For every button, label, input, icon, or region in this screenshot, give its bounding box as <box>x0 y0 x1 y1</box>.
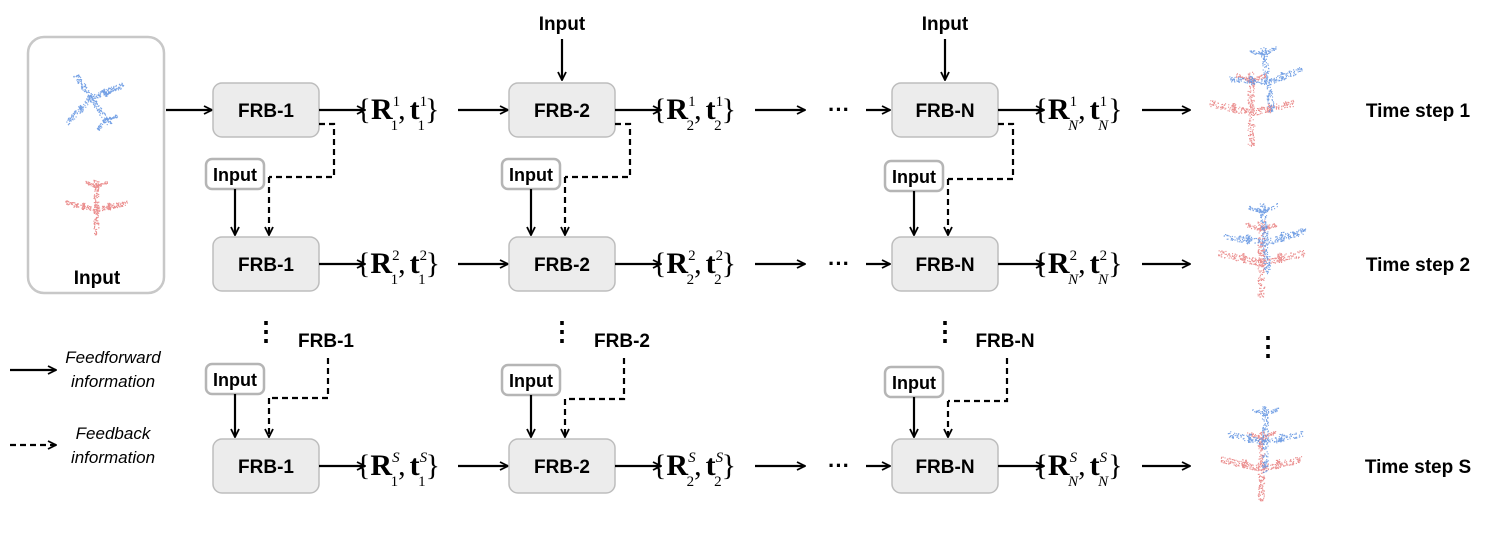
feedback-line <box>948 122 1015 181</box>
ellipsis-vertical: ⋮ <box>549 316 575 346</box>
frb-label: FRB-1 <box>238 101 294 122</box>
feedback-line <box>948 358 1009 403</box>
output-source-cloud <box>1229 46 1303 113</box>
target-point-cloud <box>65 179 128 236</box>
frb-label: FRB-1 <box>238 255 294 276</box>
output-target-cloud <box>1218 220 1306 298</box>
cloud-points <box>1218 220 1306 298</box>
frb-block-3: FRB-N <box>891 438 999 494</box>
cloud-points <box>66 74 125 132</box>
frb-label: FRB-N <box>915 101 974 122</box>
frb-label: FRB-N <box>915 255 974 276</box>
feedback-line <box>269 358 330 400</box>
output-target-cloud <box>1220 431 1303 502</box>
output-source-cloud <box>1223 202 1307 275</box>
top-input-frb-2-label: Input <box>539 14 586 35</box>
frb-block-1: FRB-1 <box>212 82 320 138</box>
input-box: Input <box>500 157 562 191</box>
feedback-source-label: FRB-N <box>975 331 1034 352</box>
frb-block-1: FRB-1 <box>212 438 320 494</box>
input-box: Input <box>500 363 562 397</box>
time-step-label: Time step S <box>1365 457 1471 478</box>
frb-block-3: FRB-N <box>891 236 999 292</box>
feedback-line <box>269 122 336 179</box>
legend-feedforward-text-1: Feedforward <box>65 348 161 367</box>
input-box: Input <box>204 362 266 396</box>
input-box: Input <box>883 159 945 193</box>
input-panel <box>26 35 166 295</box>
cloud-points <box>1229 46 1303 113</box>
frb-label: FRB-2 <box>534 101 590 122</box>
ellipsis-vertical: ⋮ <box>932 316 958 346</box>
ellipsis-horizontal: ··· <box>828 97 850 122</box>
cloud-points <box>65 179 128 236</box>
frb-label: FRB-2 <box>534 255 590 276</box>
input-point-clouds <box>65 74 128 236</box>
cloud-points <box>1220 431 1303 502</box>
output-target-cloud <box>1209 71 1295 147</box>
feedback-line <box>565 122 632 179</box>
input-panel-label: Input <box>74 268 121 289</box>
input-box-label: Input <box>892 373 936 393</box>
output-source-cloud <box>1227 406 1304 473</box>
input-box-label: Input <box>213 165 257 185</box>
input-box-label: Input <box>509 371 553 391</box>
frb-label: FRB-N <box>915 457 974 478</box>
feedback-source-label: FRB-1 <box>298 331 354 352</box>
time-step-label: Time step 1 <box>1366 101 1471 122</box>
frb-block-2: FRB-2 <box>508 236 616 292</box>
input-box-label: Input <box>213 370 257 390</box>
frb-block-2: FRB-2 <box>508 438 616 494</box>
cloud-points <box>1223 202 1307 275</box>
frb-block-1: FRB-1 <box>212 236 320 292</box>
frb-block-3: FRB-N <box>891 82 999 138</box>
frb-label: FRB-1 <box>238 457 294 478</box>
feedback-line <box>565 358 626 401</box>
legend-feedback-text-1: Feedback <box>76 424 152 443</box>
feedback-source-label: FRB-2 <box>594 331 650 352</box>
input-box: Input <box>204 157 266 191</box>
source-point-cloud <box>66 74 125 132</box>
frb-label: FRB-2 <box>534 457 590 478</box>
time-step-label: Time step 2 <box>1366 255 1470 276</box>
cloud-points <box>1209 71 1295 147</box>
frb-block-2: FRB-2 <box>508 82 616 138</box>
input-box-label: Input <box>509 165 553 185</box>
ellipsis-vertical-output: ⋮ <box>1255 331 1281 361</box>
ellipsis-horizontal: ··· <box>828 453 850 478</box>
ellipsis-horizontal: ··· <box>828 251 850 276</box>
top-input-frb-n-label: Input <box>922 14 969 35</box>
cloud-points <box>1227 406 1304 473</box>
legend-feedforward-text-2: information <box>71 372 155 391</box>
ellipsis-vertical: ⋮ <box>253 316 279 346</box>
input-box-label: Input <box>892 167 936 187</box>
legend-feedback-text-2: information <box>71 448 155 467</box>
input-box: Input <box>883 365 945 399</box>
